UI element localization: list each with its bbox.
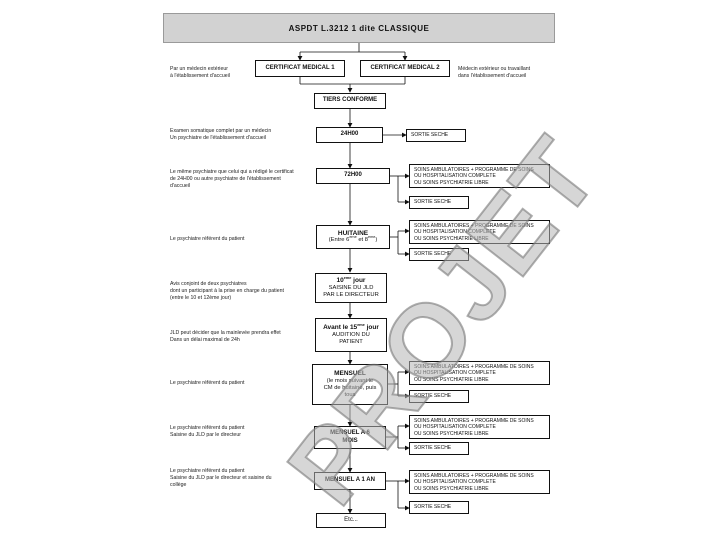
- sortie-seche-box: SORTIE SECHE: [406, 129, 466, 142]
- mensuel-1-an-box: MENSUEL A 1 AN: [314, 472, 386, 490]
- certificat-medical-2-box: CERTIFICAT MEDICAL 2: [360, 60, 450, 77]
- note-72h: Le même psychiatre que celui qui a rédig…: [170, 169, 294, 189]
- 15eme-jour-title: Avant le 15eme jour: [323, 322, 379, 332]
- note-mensuel: Le psychiatre référent du patient: [170, 380, 245, 386]
- audition-text: AUDITION DU: [332, 331, 370, 338]
- saisine-jld-text: SAISINE DU JLD: [328, 284, 374, 291]
- soins-line-2: OU HOSPITALISATION COMPLETE: [414, 173, 496, 180]
- mensuel-6-mois-box: MENSUEL A 6 MOIS: [314, 426, 386, 449]
- mensuel-title: MENSUEL: [334, 370, 366, 378]
- soins-options-box: SOINS AMBULATOIRES + PROGRAMME DE SOINS …: [409, 470, 550, 494]
- par-le-directeur-text: PAR LE DIRECTEUR: [323, 291, 379, 298]
- soins-line-3: OU SOINS PSYCHIATRIE LIBRE: [414, 235, 489, 242]
- soins-line-3: OU SOINS PSYCHIATRIE LIBRE: [414, 376, 489, 383]
- diagram-title: ASPDT L.3212 1 dite CLASSIQUE: [163, 13, 555, 43]
- soins-line-3: OU SOINS PSYCHIATRIE LIBRE: [414, 430, 489, 437]
- 72h-box: 72H00: [316, 168, 390, 184]
- soins-line-2: OU HOSPITALISATION COMPLETE: [414, 479, 496, 486]
- sortie-seche-box: SORTIE SECHE: [409, 196, 469, 209]
- huitaine-window: (Entre 6eme et 8eme): [328, 235, 378, 244]
- sortie-seche-box: SORTIE SECHE: [409, 390, 469, 403]
- certificat-medical-1-box: CERTIFICAT MEDICAL 1: [255, 60, 345, 77]
- soins-line-1: SOINS AMBULATOIRES + PROGRAMME DE SOINS: [414, 473, 534, 479]
- 10eme-jour-box: 10eme jour SAISINE DU JLD PAR LE DIRECTE…: [315, 273, 387, 303]
- patient-text: PATIENT: [339, 338, 363, 345]
- soins-line-1: SOINS AMBULATOIRES + PROGRAMME DE SOINS: [414, 223, 534, 229]
- note-huitaine: Le psychiatre référent du patient: [170, 236, 245, 242]
- tiers-conforme-box: TIERS CONFORME: [314, 93, 386, 109]
- sortie-seche-box: SORTIE SECHE: [409, 248, 469, 261]
- soins-line-2: OU HOSPITALISATION COMPLETE: [414, 229, 496, 236]
- sortie-seche-box: SORTIE SECHE: [409, 442, 469, 455]
- soins-line-1: SOINS AMBULATOIRES + PROGRAMME DE SOINS: [414, 364, 534, 370]
- mensuel-box: MENSUEL (le mois suivant le CM de huitai…: [312, 364, 388, 405]
- soins-line-2: OU HOSPITALISATION COMPLETE: [414, 424, 496, 431]
- soins-line-1: SOINS AMBULATOIRES + PROGRAMME DE SOINS: [414, 418, 534, 424]
- soins-options-box: SOINS AMBULATOIRES + PROGRAMME DE SOINS …: [409, 220, 550, 244]
- mensuel-line-1: (le mois suivant le: [326, 377, 374, 384]
- etc-box: Etc...: [316, 513, 386, 528]
- soins-options-box: SOINS AMBULATOIRES + PROGRAMME DE SOINS …: [409, 361, 550, 385]
- mensuel-line-2: CM de huitaine, puis: [323, 384, 377, 391]
- 10eme-jour-title: 10eme jour: [336, 275, 366, 285]
- huitaine-box: HUITAINE (Entre 6eme et 8eme): [316, 225, 390, 249]
- mensuel-6-mois-line-1: MENSUEL A 6: [330, 430, 370, 437]
- mensuel-line-3: tous: [344, 391, 356, 398]
- sortie-seche-box: SORTIE SECHE: [409, 501, 469, 514]
- mensuel-6-mois-line-2: MOIS: [342, 437, 358, 444]
- 15eme-jour-box: Avant le 15eme jour AUDITION DU PATIENT: [315, 318, 387, 352]
- soins-line-3: OU SOINS PSYCHIATRIE LIBRE: [414, 179, 489, 186]
- soins-line-1: SOINS AMBULATOIRES + PROGRAMME DE SOINS: [414, 167, 534, 173]
- note-15eme-jour: JLD peut décider que la mainlevée prendr…: [170, 330, 281, 343]
- huitaine-title: HUITAINE: [337, 229, 369, 237]
- soins-line-2: OU HOSPITALISATION COMPLETE: [414, 370, 496, 377]
- 24h-box: 24H00: [316, 127, 383, 143]
- soins-options-box: SOINS AMBULATOIRES + PROGRAMME DE SOINS …: [409, 415, 550, 439]
- soins-line-3: OU SOINS PSYCHIATRIE LIBRE: [414, 485, 489, 492]
- soins-options-box: SOINS AMBULATOIRES + PROGRAMME DE SOINS …: [409, 164, 550, 188]
